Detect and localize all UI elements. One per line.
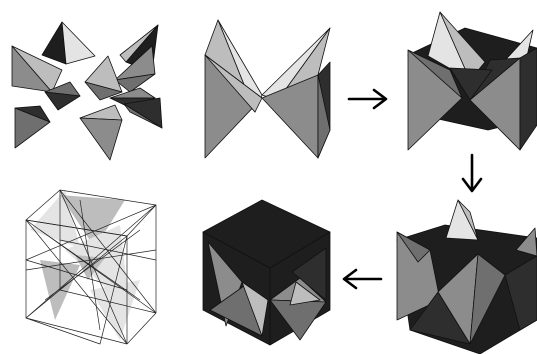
- left-arrow: [344, 270, 381, 288]
- right-arrow: [349, 90, 386, 108]
- piece-center-top: [85, 56, 122, 100]
- piece-lower-left: [15, 106, 50, 148]
- panel-star-tetrahedra: [205, 20, 330, 158]
- panel-near-complete: [397, 200, 537, 354]
- panel-wireframe-cube: [26, 190, 156, 344]
- panel-partial-assembly: [408, 12, 537, 150]
- piece-top-left-black: [42, 22, 95, 64]
- panel-completed-cube: [203, 200, 330, 345]
- down-arrow: [463, 155, 481, 191]
- panel-exploded-pieces: [12, 22, 162, 160]
- piece-lower-mid: [80, 105, 122, 160]
